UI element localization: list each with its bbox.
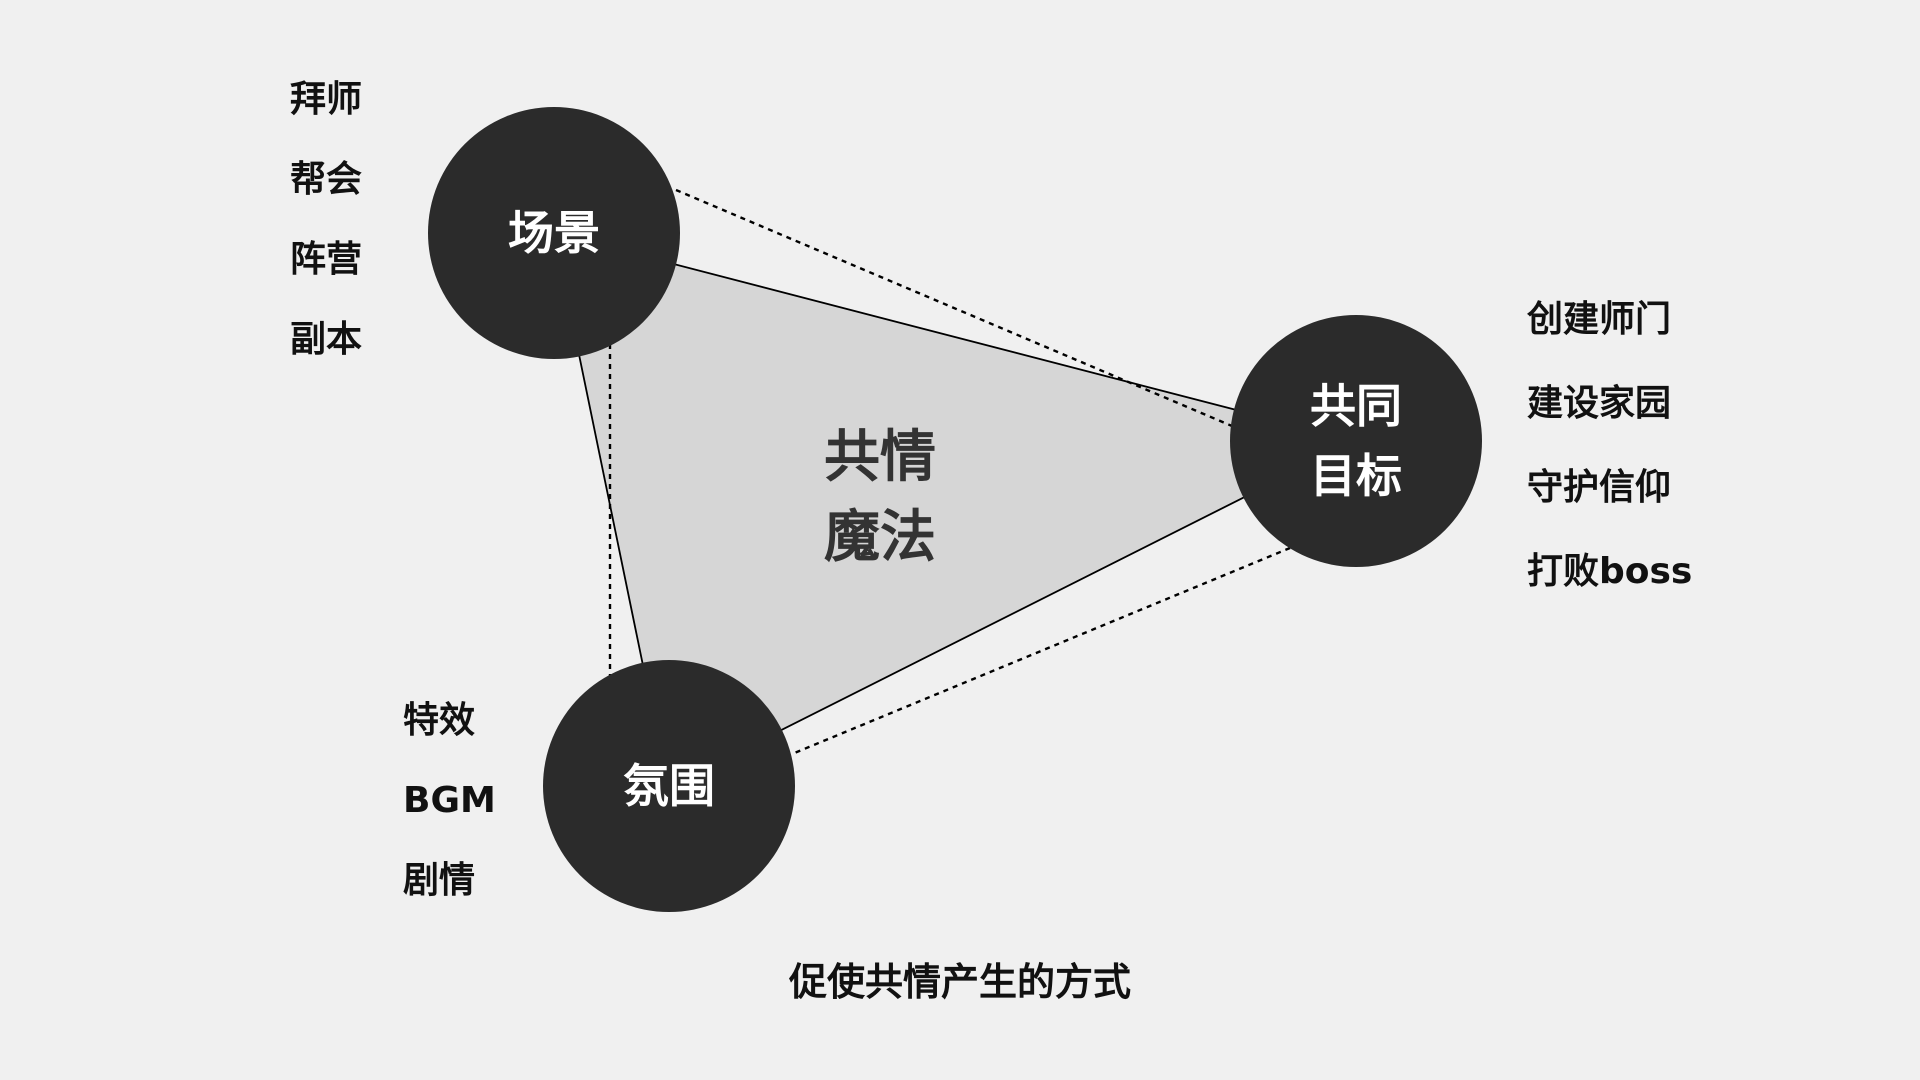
- atmosphere-item: 剧情: [403, 860, 476, 901]
- empathy-triangle: [552, 231, 1359, 789]
- goal-item-list: 创建师门 建设家园 守护信仰 打败boss: [1527, 300, 1692, 636]
- node-common-goal-label: 共同 目标: [1310, 371, 1402, 511]
- atmosphere-item: BGM: [403, 780, 496, 821]
- goal-item: 打败boss: [1527, 551, 1693, 592]
- scene-item: 拜师: [290, 79, 363, 120]
- dotted-line-scene-goal: [675, 188, 1233, 428]
- scene-item: 副本: [290, 319, 363, 360]
- scene-item-list: 拜师 帮会 阵营 副本: [290, 80, 362, 400]
- goal-item: 建设家园: [1527, 383, 1672, 424]
- goal-item: 创建师门: [1527, 299, 1672, 340]
- node-atmosphere: 氛围: [543, 660, 795, 912]
- node-common-goal-line1: 共同: [1310, 379, 1402, 433]
- atmosphere-item-list: 特效 BGM 剧情: [403, 701, 496, 941]
- center-label-line2: 魔法: [824, 505, 936, 570]
- scene-item: 帮会: [290, 159, 363, 200]
- node-common-goal: 共同 目标: [1230, 315, 1482, 567]
- node-scene-label: 场景: [508, 206, 600, 260]
- node-scene: 场景: [428, 107, 680, 359]
- center-label-line1: 共情: [824, 425, 936, 490]
- center-label: 共情 魔法: [780, 418, 980, 578]
- diagram-caption: 促使共情产生的方式: [788, 960, 1131, 1004]
- atmosphere-item: 特效: [403, 700, 476, 741]
- node-common-goal-line2: 目标: [1310, 449, 1402, 503]
- node-atmosphere-label: 氛围: [623, 759, 715, 813]
- goal-item: 守护信仰: [1527, 467, 1672, 508]
- scene-item: 阵营: [290, 239, 363, 280]
